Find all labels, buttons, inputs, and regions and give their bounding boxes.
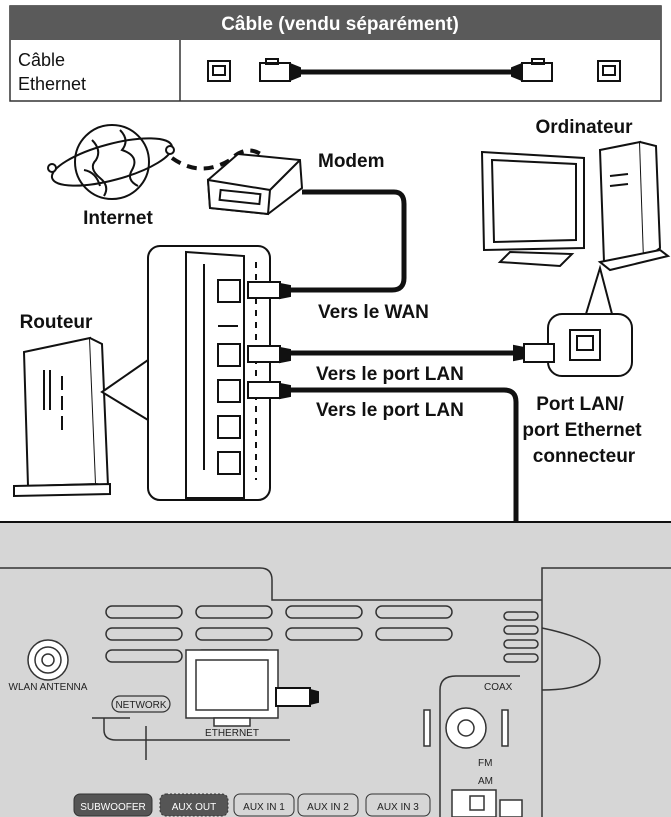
router-lan-port-2 bbox=[217, 379, 241, 403]
lan-port-label-line1: Port LAN/ bbox=[536, 394, 624, 415]
network-text: NETWORK bbox=[115, 700, 166, 711]
to-wan-label: Vers le WAN bbox=[318, 302, 429, 323]
cable-row-label-line1: Câble bbox=[18, 50, 65, 70]
internet-label: Internet bbox=[83, 208, 153, 229]
aux-out-text: AUX OUT bbox=[172, 802, 216, 813]
am-connector-icon bbox=[451, 789, 523, 817]
fm-text: FM bbox=[478, 758, 492, 769]
coax-text: COAX bbox=[484, 682, 513, 693]
cable-row-label-line2: Ethernet bbox=[18, 74, 86, 94]
lan-port-callout bbox=[547, 264, 633, 377]
modem-icon bbox=[206, 152, 304, 216]
wan-cable bbox=[290, 189, 407, 293]
router-lan-port-1 bbox=[217, 343, 241, 367]
computer-cable-plug bbox=[513, 343, 555, 363]
computer-icon bbox=[480, 140, 671, 272]
receiver-ethernet-port bbox=[185, 649, 279, 727]
router-zoom-pointer bbox=[100, 358, 149, 422]
subwoofer-text: SUBWOOFER bbox=[80, 802, 146, 813]
computer-label: Ordinateur bbox=[535, 117, 633, 138]
cable-table-header: Câble (vendu séparément) bbox=[221, 14, 459, 35]
vent-slots bbox=[105, 605, 539, 663]
lan-port-label-line2: port Ethernet bbox=[522, 420, 642, 441]
to-lan-label-2: Vers le port LAN bbox=[316, 400, 464, 421]
aux-in-2-text: AUX IN 2 bbox=[307, 802, 349, 813]
router-wan-port bbox=[217, 279, 241, 303]
router-lan-port-3 bbox=[217, 415, 241, 439]
router-small-icon bbox=[13, 336, 111, 498]
fm-connector-icon bbox=[423, 707, 509, 749]
am-text: AM bbox=[478, 776, 493, 787]
cable-table: Câble (vendu séparément) Câble Ethernet bbox=[9, 5, 662, 102]
internet-globe-icon bbox=[47, 124, 175, 200]
wlan-antenna-text: WLAN ANTENNA bbox=[9, 682, 88, 693]
router-zoom-view bbox=[147, 245, 271, 501]
internet-dashed-link bbox=[170, 148, 272, 171]
ethernet-text: ETHERNET bbox=[205, 728, 259, 739]
aux-in-3-text: AUX IN 3 bbox=[377, 802, 419, 813]
modem-label: Modem bbox=[318, 151, 385, 172]
cable-table-header-bg bbox=[10, 6, 661, 40]
lan-port-label-line3: connecteur bbox=[533, 446, 636, 467]
router-label: Routeur bbox=[20, 312, 93, 333]
router-plugs bbox=[247, 281, 291, 400]
to-lan-label-1: Vers le port LAN bbox=[316, 364, 464, 385]
rear-panel: WLAN ANTENNA NETWORK ETHERNET COAX FM AM bbox=[0, 521, 671, 817]
aux-in-1-text: AUX IN 1 bbox=[243, 802, 285, 813]
wlan-antenna-connector-icon bbox=[27, 639, 69, 681]
ethernet-cable-icon bbox=[207, 58, 621, 82]
router-lan-port-4 bbox=[217, 451, 241, 475]
receiver-cable-plug bbox=[275, 687, 319, 707]
